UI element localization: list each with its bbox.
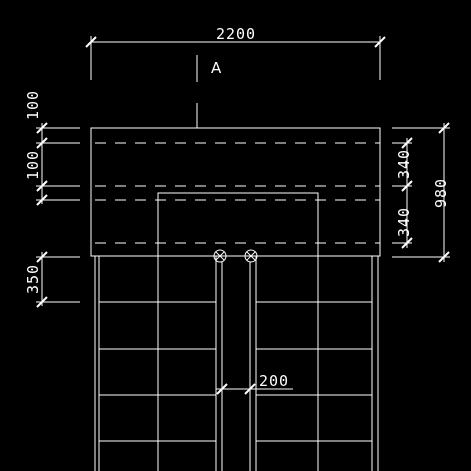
section-marker: A [196, 55, 222, 128]
landing-slab [90, 127, 381, 257]
section-label: A [211, 59, 222, 77]
stair-flight-left [94, 256, 223, 471]
dimension-text-total-depth: 980 [432, 178, 450, 208]
dimension-text-overall-width: 2200 [216, 25, 256, 43]
handrail-post-right [244, 249, 258, 263]
dimension-text-top-offset-2: 100 [24, 150, 42, 180]
dimension-gap-width: 200 [216, 372, 293, 395]
dimension-overall-width: 2200 [85, 25, 386, 80]
dimension-text-gap-width: 200 [259, 372, 289, 390]
dimension-left-chain: 100 100 350 [24, 90, 80, 308]
dimension-text-depth-2: 340 [395, 207, 413, 237]
dimension-text-tread-depth: 350 [24, 264, 42, 294]
dimension-right-chain: 340 340 980 [392, 122, 450, 263]
dimension-text-top-offset-1: 100 [24, 90, 42, 120]
dimension-text-depth-1: 340 [395, 149, 413, 179]
stair-flight-right [249, 256, 379, 471]
handrail-post-left [213, 249, 227, 263]
